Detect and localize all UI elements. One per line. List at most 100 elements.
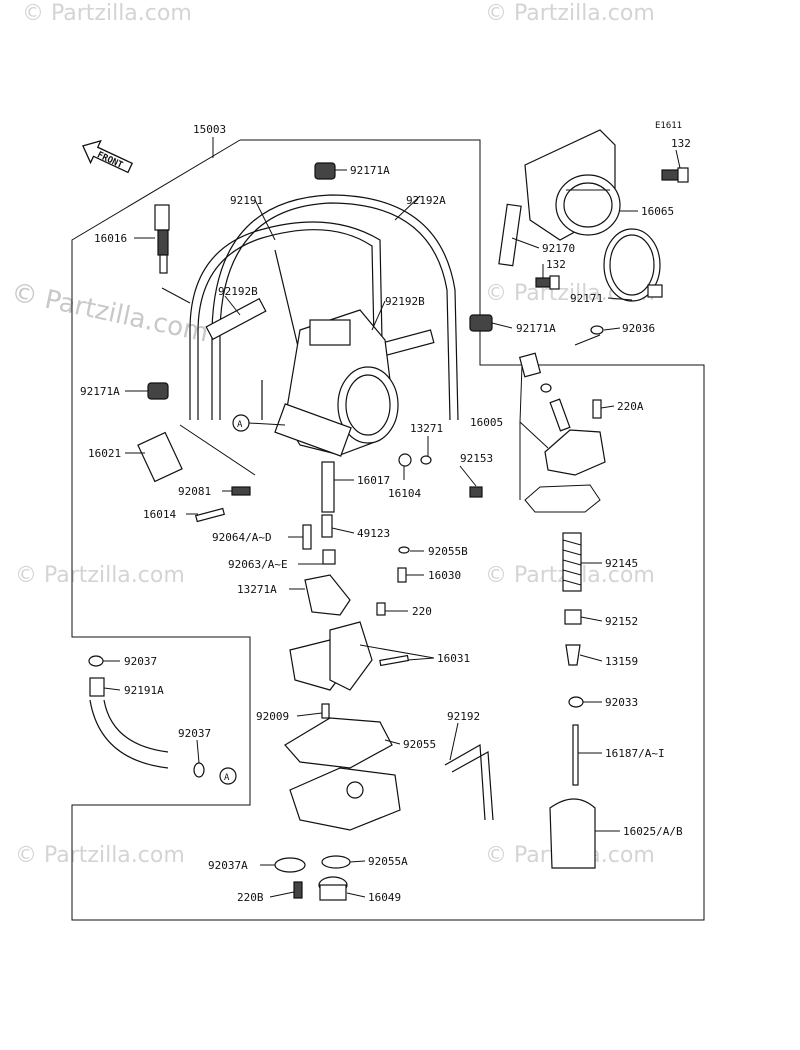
label-16065: 16065 — [641, 205, 674, 218]
label-16049: 16049 — [368, 891, 401, 904]
label-16005: 16005 — [470, 416, 503, 429]
bolt-132-mid — [535, 275, 560, 290]
label-13271: 13271 — [410, 422, 443, 435]
svg-text:A: A — [224, 773, 230, 783]
label-49123: 49123 — [357, 527, 390, 540]
label-16187: 16187/A~I — [605, 747, 665, 760]
watermark: © Partzilla.com — [22, 1, 192, 26]
diagram-code: E1611 — [655, 121, 682, 131]
seat-92152 — [564, 609, 582, 625]
clamp-92171A-right — [469, 314, 493, 332]
watermark: © Partzilla.com — [15, 843, 185, 868]
bolt-132-top — [661, 167, 689, 183]
label-16025: 16025/A/B — [623, 825, 683, 838]
main-jet-92063 — [322, 549, 336, 565]
needle-jet-16017 — [321, 461, 335, 513]
throttle-cable-holder-16005 — [518, 352, 606, 513]
throttle-valve-16025 — [549, 798, 596, 869]
callout-a-upper: A — [232, 414, 250, 432]
o-ring-92036 — [590, 325, 604, 335]
clamp-92171A-left — [147, 382, 169, 400]
plate-92037A — [274, 857, 306, 873]
carburetor-body — [274, 309, 399, 457]
label-92009: 92009 — [256, 710, 289, 723]
label-16104: 16104 — [388, 487, 421, 500]
label-92033: 92033 — [605, 696, 638, 709]
screw-92153 — [469, 486, 483, 498]
pilot-jet-92064 — [302, 524, 312, 550]
label-16016: 16016 — [94, 232, 127, 245]
watermark: © Partzilla.com — [15, 563, 185, 588]
jet-49123 — [321, 514, 333, 538]
bracket-92170 — [498, 203, 522, 267]
label-16021: 16021 — [88, 447, 121, 460]
intake-manifold-16065 — [524, 129, 663, 302]
screw-16014 — [194, 507, 226, 523]
bolt-220B — [293, 881, 303, 899]
clip-92037-top — [88, 655, 104, 667]
label-92171A-top: 92171A — [350, 164, 390, 177]
callout-a-lower: A — [219, 767, 237, 785]
label-92037-top: 92037 — [124, 655, 157, 668]
clip-92033 — [568, 696, 584, 708]
label-92171A-left: 92171A — [80, 385, 120, 398]
watermark: © Partzilla.com — [9, 278, 211, 349]
label-92171A-right: 92171A — [516, 322, 556, 335]
jet-needle-16187 — [572, 724, 579, 786]
label-220B: 220B — [237, 891, 264, 904]
label-220: 220 — [412, 605, 432, 618]
label-92170: 92170 — [542, 242, 575, 255]
screw-220A — [592, 399, 602, 419]
label-92192A: 92192A — [406, 194, 446, 207]
parts-13271-16104 — [398, 453, 432, 467]
label-132-mid: 132 — [546, 258, 566, 271]
label-92081: 92081 — [178, 485, 211, 498]
label-92145: 92145 — [605, 557, 638, 570]
o-ring-92055A — [321, 855, 351, 869]
part-labels: E1611 15003 92171A 92191 92192A 16016 92… — [80, 121, 691, 904]
label-92037A: 92037A — [208, 859, 248, 872]
plug-16049 — [318, 876, 348, 901]
label-92171: 92171 — [570, 292, 603, 305]
watermark: © Partzilla.com — [485, 1, 655, 26]
label-92192: 92192 — [447, 710, 480, 723]
drain-tube-92192 — [444, 744, 494, 821]
clamp-92171A-top — [314, 162, 336, 180]
leader-lines — [103, 137, 681, 898]
gasket-92055 — [284, 717, 393, 769]
float-valve-16030 — [397, 567, 407, 583]
label-92152: 92152 — [605, 615, 638, 628]
label-132-top: 132 — [671, 137, 691, 150]
label-16017: 16017 — [357, 474, 390, 487]
clip-13159 — [565, 644, 581, 666]
svg-text:A: A — [237, 420, 243, 430]
screw-92009 — [321, 703, 330, 719]
label-92036: 92036 — [622, 322, 655, 335]
label-92064: 92064/A~D — [212, 531, 272, 544]
label-15003: 15003 — [193, 123, 226, 136]
label-92192B-left: 92192B — [218, 285, 258, 298]
o-ring-92055B — [398, 546, 410, 554]
label-92055A: 92055A — [368, 855, 408, 868]
label-92037-mid: 92037 — [178, 727, 211, 740]
float-bowl — [289, 767, 401, 831]
label-92063: 92063/A~E — [228, 558, 288, 571]
label-16030: 16030 — [428, 569, 461, 582]
label-92153: 92153 — [460, 452, 493, 465]
label-13159: 13159 — [605, 655, 638, 668]
label-13271A: 13271A — [237, 583, 277, 596]
drain-tube-92191A — [89, 677, 169, 769]
spring-92081 — [231, 486, 251, 496]
label-92191: 92191 — [230, 194, 263, 207]
choke-plunger-16016 — [154, 204, 170, 274]
label-92192B-right: 92192B — [385, 295, 425, 308]
bracket-13271A — [304, 574, 351, 616]
clip-92037-mid — [193, 762, 205, 778]
front-arrow-icon: FRONT — [82, 139, 134, 174]
vent-tubes-92191-92192A — [189, 194, 459, 421]
label-16014: 16014 — [143, 508, 176, 521]
screw-220 — [376, 602, 386, 616]
short-tube-92192B-left — [205, 297, 267, 341]
